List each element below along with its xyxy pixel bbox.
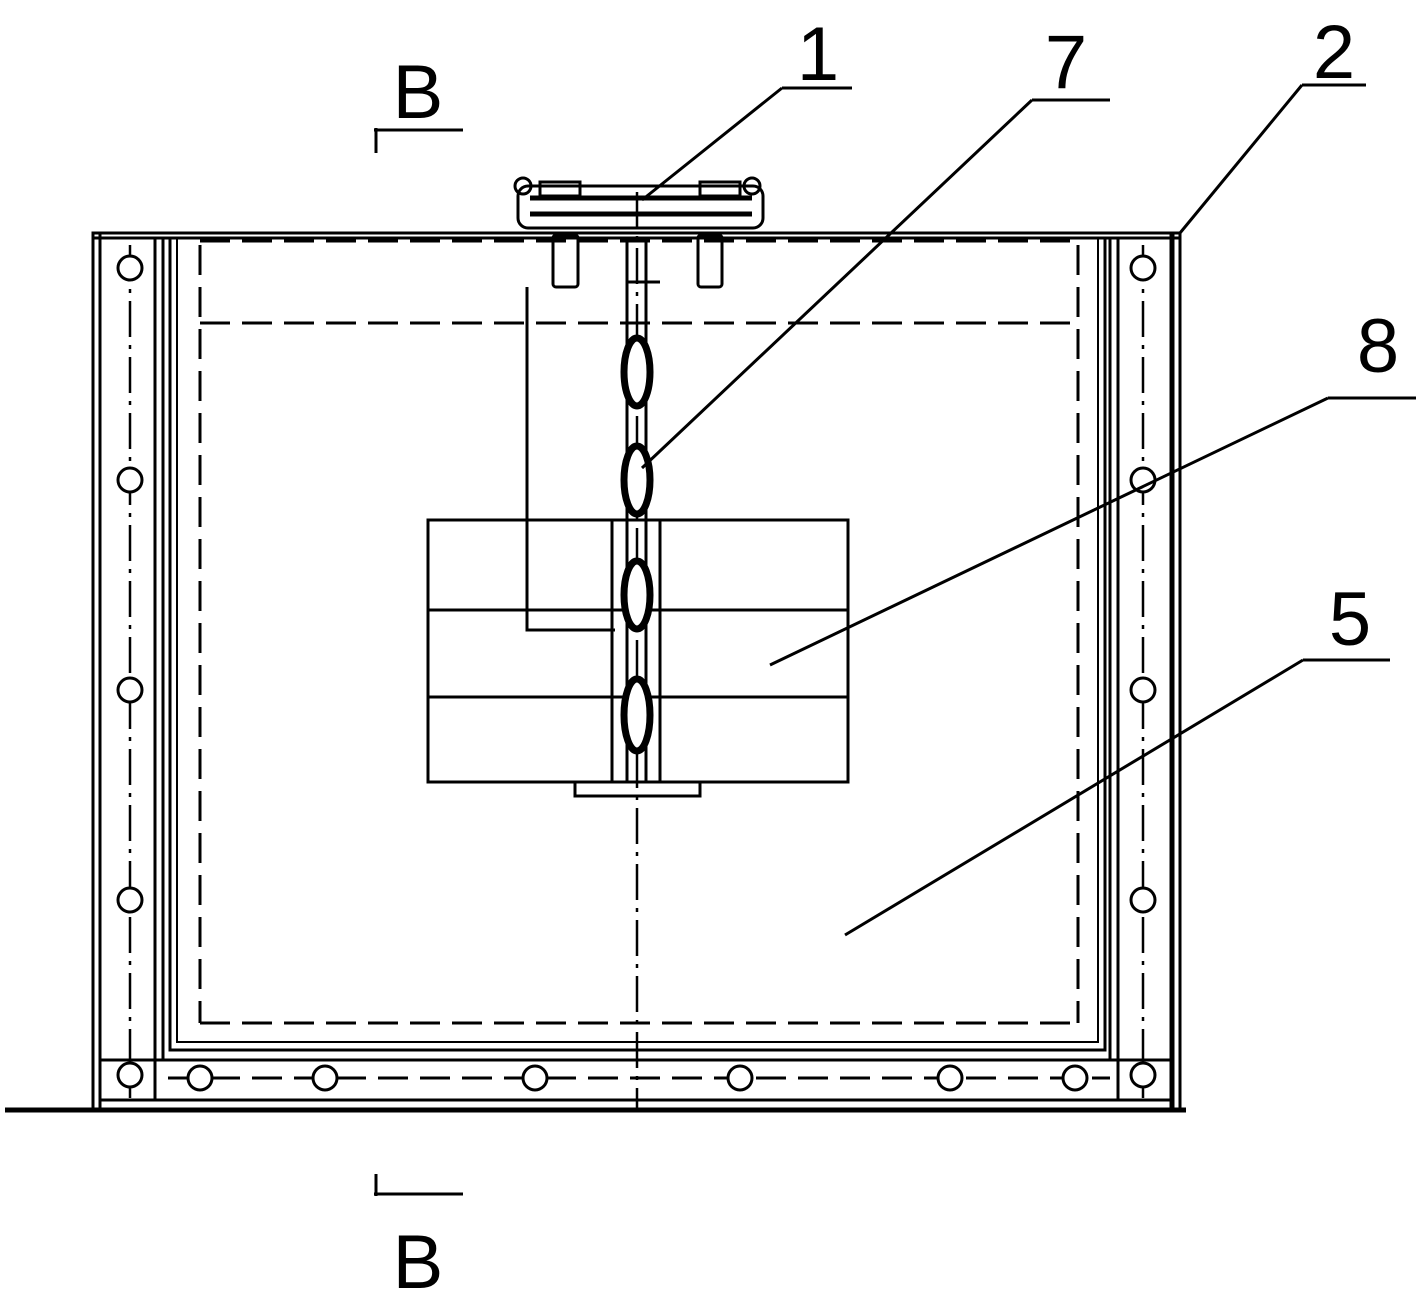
bolt [1061,1064,1089,1092]
lever-bracket [525,287,615,632]
bolt [1129,1061,1157,1089]
hinge-tabs [551,233,724,289]
bolt [936,1064,964,1092]
bolt [116,254,144,282]
bolt [726,1064,754,1092]
bolt [1129,886,1157,914]
svg-text:B: B [393,1220,444,1299]
label-part-1: 1 [797,12,839,97]
bolt [1129,466,1157,494]
bolt [521,1064,549,1092]
chain-link [620,557,654,633]
chain [620,334,654,755]
label-part-7: 7 [1045,20,1087,105]
label-part-8: 8 [1357,304,1399,389]
hinge [510,176,770,235]
leader-lines [640,83,1416,937]
bolt [116,676,144,704]
bolt [1129,676,1157,704]
bolt [116,1061,144,1089]
label-part-5: 5 [1329,577,1371,662]
chain-link [620,675,654,755]
bolt [311,1064,339,1092]
chain-link [620,334,654,410]
bolt [186,1064,214,1092]
section-marker-top: B [374,50,463,153]
bottom-bolts [186,1064,1089,1092]
bolt [116,886,144,914]
label-part-2: 2 [1313,10,1355,95]
chain-link [620,442,654,518]
left-bolts [116,254,144,1089]
bolt [1129,254,1157,282]
section-marker-bottom: B [374,1174,463,1299]
svg-text:B: B [393,50,444,135]
bolt [116,466,144,494]
right-bolts [1129,254,1157,1089]
